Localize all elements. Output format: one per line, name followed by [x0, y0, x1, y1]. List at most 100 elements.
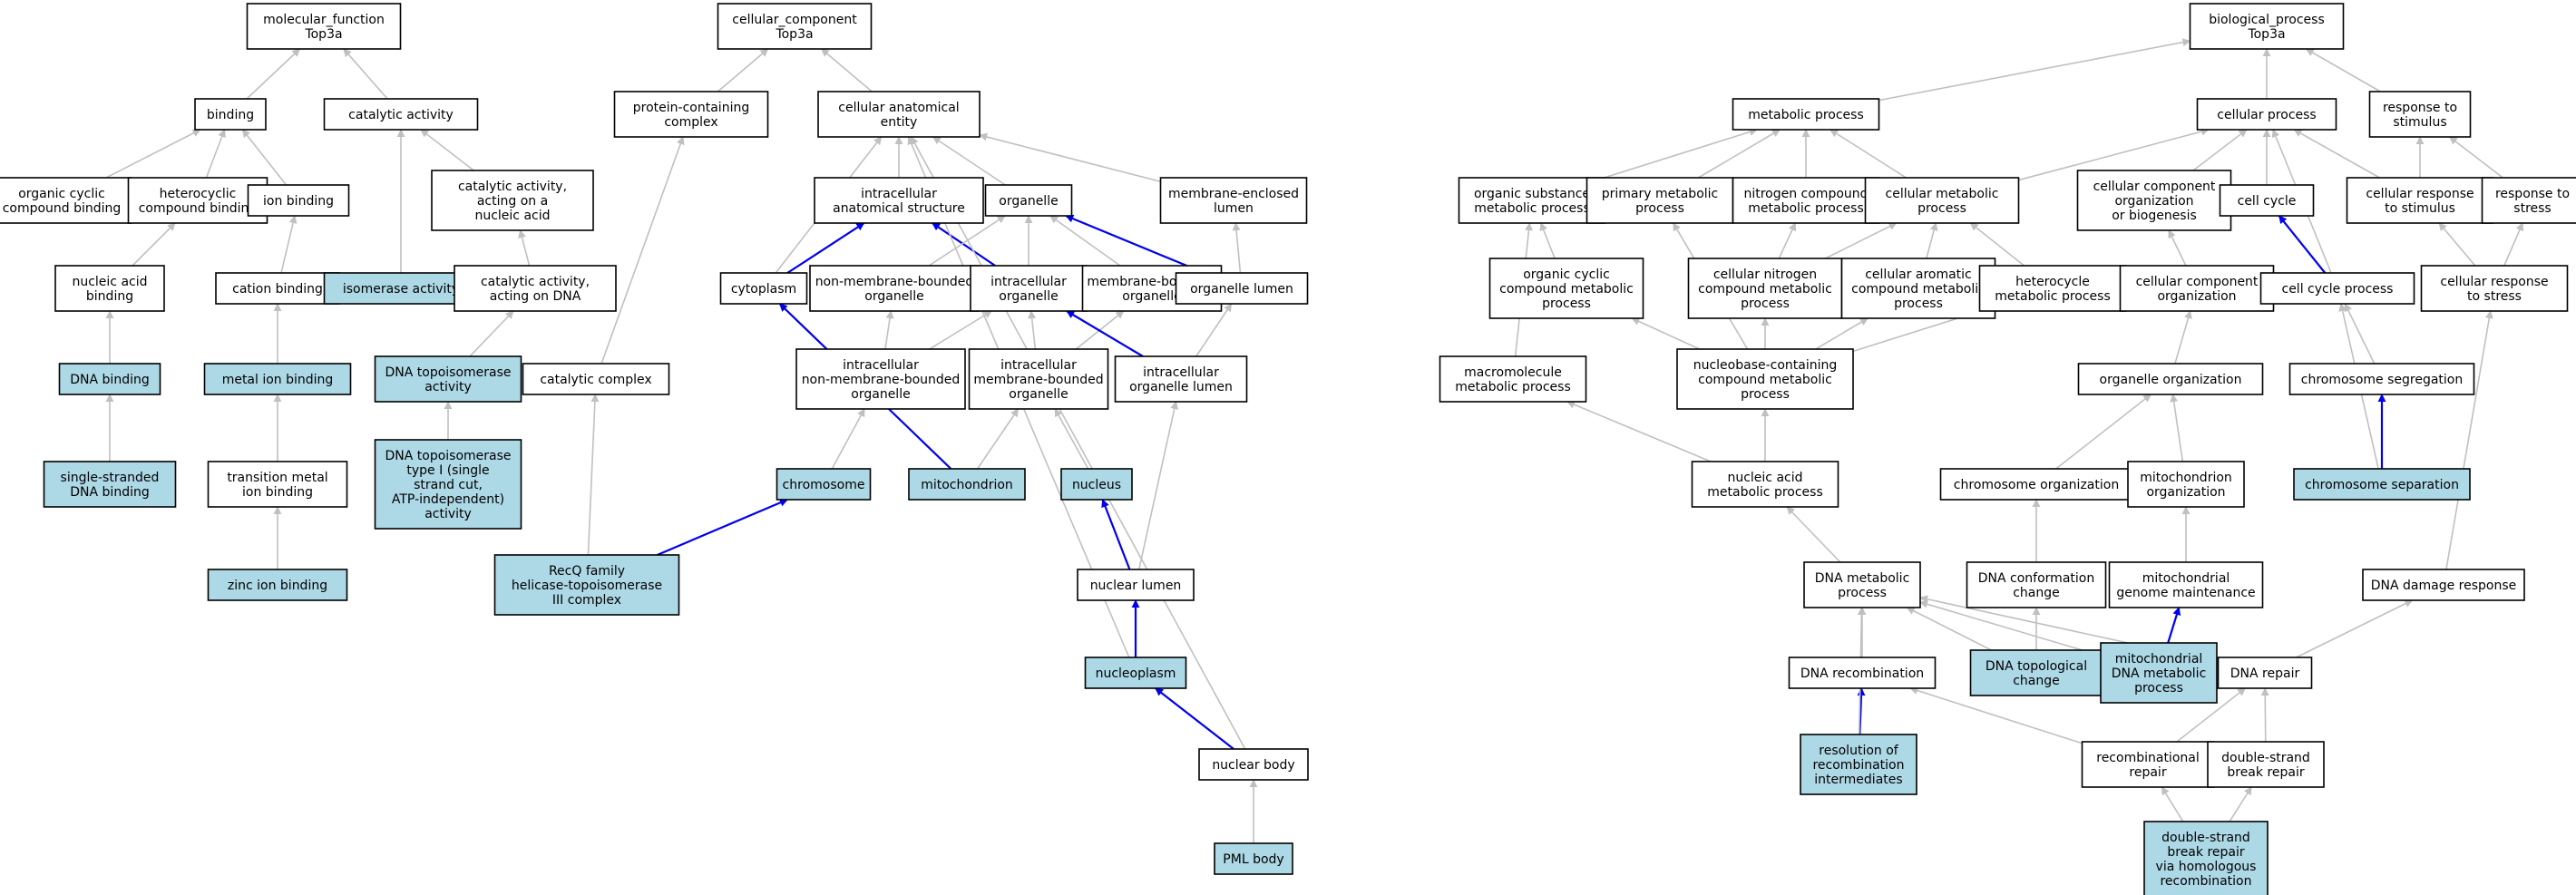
node-label-line: cellular_component — [732, 13, 857, 27]
node-dna-recomb[interactable]: DNA recombination — [1788, 657, 1937, 689]
node-box — [323, 98, 479, 131]
node-pml-body[interactable]: PML body — [1214, 842, 1293, 875]
node-organelle[interactable]: organelle — [984, 184, 1073, 217]
node-cellular-process[interactable]: cellular process — [2196, 98, 2337, 131]
edge-org_lumen-to-organelle — [1065, 214, 1205, 275]
node-label-line: complex — [664, 115, 717, 130]
node-nuclear-lumen[interactable]: nuclear lumen — [1077, 569, 1195, 601]
node-label-line: cellular response — [2440, 275, 2548, 289]
node-metal-ion-binding[interactable]: metal ion binding — [203, 363, 352, 395]
node-label-line: catalytic complex — [540, 373, 651, 387]
edge-intra_nonmem_org-to-intra_org — [929, 310, 993, 350]
node-box — [374, 355, 522, 403]
node-catalytic-complex[interactable]: catalytic complex — [522, 363, 670, 395]
node-nucleus[interactable]: nucleus — [1060, 468, 1133, 501]
node-label-line: strand cut, — [414, 478, 483, 492]
node-cat-dna[interactable]: catalytic activity,acting on DNA — [454, 265, 617, 312]
node-zinc-binding[interactable]: zinc ion binding — [207, 569, 348, 601]
node-label-line: break repair — [2227, 765, 2305, 780]
node-box — [2127, 461, 2245, 508]
node-organelle-org[interactable]: organelle organization — [2077, 363, 2264, 395]
node-box — [207, 461, 348, 508]
node-label-line: helicase-topoisomerase — [512, 579, 662, 593]
node-dna-repair[interactable]: DNA repair — [2217, 657, 2313, 689]
node-box — [2217, 657, 2313, 689]
node-dna-binding[interactable]: DNA binding — [58, 363, 161, 395]
node-label-line: organelle — [864, 289, 923, 304]
node-nuclear-body[interactable]: nuclear body — [1198, 748, 1309, 781]
node-label-line: metabolic process — [1474, 201, 1590, 216]
node-box — [984, 184, 1073, 217]
node-ion-binding[interactable]: ion binding — [247, 184, 350, 217]
node-dna-damage[interactable]: DNA damage response — [2362, 569, 2525, 601]
node-label-line: DNA topoisomerase — [385, 449, 511, 463]
node-binding[interactable]: binding — [194, 98, 267, 131]
node-cation-binding[interactable]: cation binding — [215, 272, 340, 305]
node-cell-cycle-proc[interactable]: cell cycle process — [2259, 272, 2415, 305]
node-cytoplasm[interactable]: cytoplasm — [719, 272, 808, 305]
node-box — [194, 98, 267, 131]
node-metabolic[interactable]: metabolic process — [1732, 98, 1880, 131]
node-box — [2362, 569, 2525, 601]
node-intra-nonmem-org[interactable]: intracellularnon-membrane-boundedorganel… — [795, 348, 966, 410]
node-org-lumen[interactable]: organelle lumen — [1175, 272, 1309, 305]
node-cell-cycle[interactable]: cell cycle — [2219, 184, 2315, 217]
node-chrom-seg[interactable]: chromosome segregation — [2288, 363, 2475, 395]
node-nucleoplasm[interactable]: nucleoplasm — [1084, 657, 1187, 689]
node-chrom-org[interactable]: chromosome organization — [1939, 468, 2133, 501]
node-mitochondrion[interactable]: mitochondrion — [908, 468, 1026, 501]
edge-cation_binding-to-ion_binding — [280, 215, 298, 274]
node-label-line: recombination — [1812, 758, 1904, 773]
node-chromosome[interactable]: chromosome — [776, 468, 872, 501]
node-catalytic-activity[interactable]: catalytic activity — [323, 98, 479, 131]
node-chrom-sep[interactable]: chromosome separation — [2293, 468, 2471, 501]
